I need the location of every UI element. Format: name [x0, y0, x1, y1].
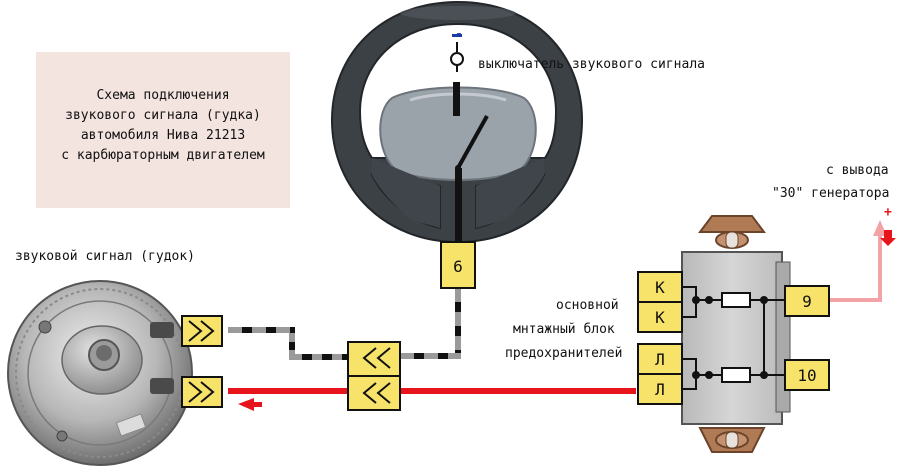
connector-6-label: 6: [453, 257, 463, 276]
title-line: с карбюраторным двигателем: [61, 148, 265, 163]
inline-connector: [347, 341, 401, 411]
fuse-block-label-line2: мнтажный блок: [513, 322, 615, 337]
generator-polarity-label: +: [884, 205, 892, 220]
horn-connector-top: [181, 315, 223, 347]
connector-6: 6: [440, 241, 476, 289]
fuse-block-label-line3: предохранителей: [505, 346, 623, 361]
wires: [228, 220, 896, 411]
fuse-block-label-line1: основной: [556, 298, 619, 313]
pin-L-1: Л: [655, 350, 665, 369]
fuse-block: К К Л Л 9 10: [637, 215, 830, 453]
generator-label-line1: с вывода: [826, 163, 889, 178]
pin-9: 9: [802, 292, 812, 311]
pin-K-1: К: [655, 278, 665, 297]
junction-dots: [692, 296, 768, 379]
horn-label: звуковой сигнал (гудок): [15, 249, 196, 264]
fuse-bottom: [721, 367, 751, 383]
horn-device: [7, 280, 193, 466]
title-line: автомобиля Нива 21213: [80, 128, 246, 143]
title-line: Схема подключения: [96, 88, 230, 103]
switch-polarity-label: -: [455, 27, 463, 42]
pin-10: 10: [797, 366, 816, 385]
generator-label-line2: "30" генератора: [772, 186, 890, 201]
title-line: звукового сигнала (гудка): [65, 108, 261, 123]
title-box: [36, 52, 290, 208]
horn-connector-bottom: [181, 376, 223, 408]
diagram-title: Схема подключения звукового сигнала (гуд…: [36, 86, 290, 166]
pin-L-2: Л: [655, 380, 665, 399]
horn-switch-symbol: [450, 34, 489, 242]
horn-switch-label: выключатель звукового сигнала: [478, 57, 705, 72]
fuse-top: [721, 292, 751, 308]
pin-K-2: К: [655, 308, 665, 327]
